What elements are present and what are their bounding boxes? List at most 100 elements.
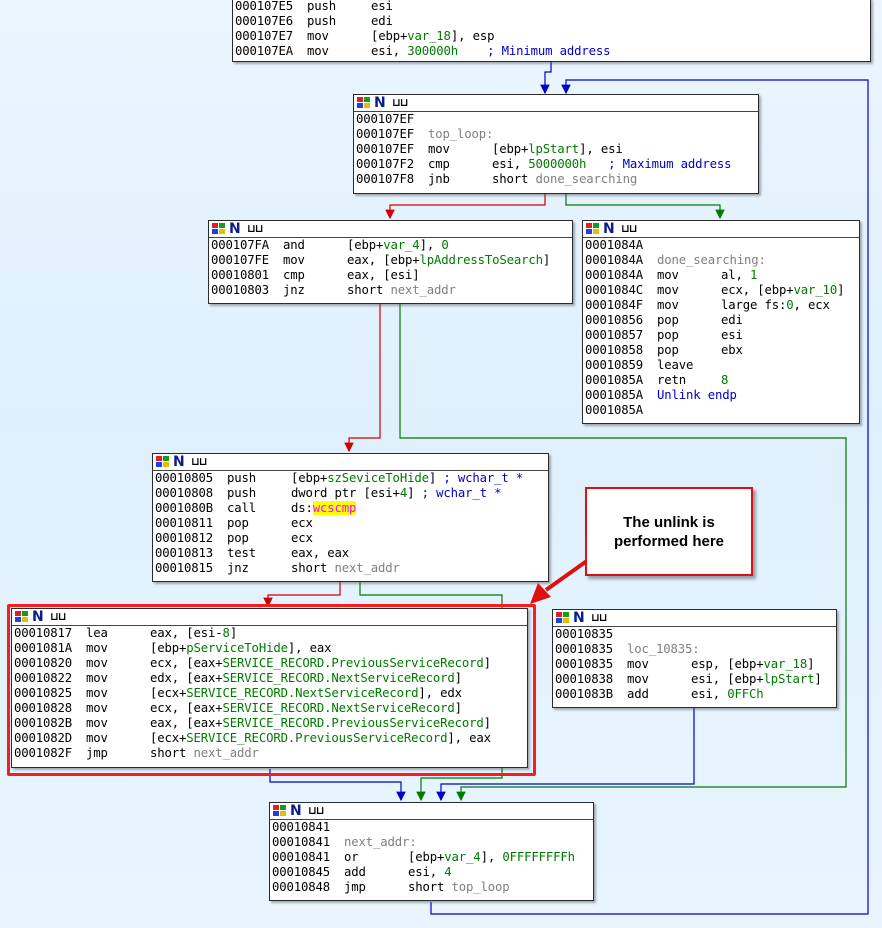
wave-icon[interactable]: ⊔⊔ [247,222,264,235]
label-ref[interactable]: next_addr [193,746,259,760]
wave-icon[interactable]: ⊔⊔ [50,610,67,623]
graph-colors-icon[interactable] [156,456,170,468]
label-ref[interactable]: top_loop: [428,127,494,141]
wave-icon[interactable]: ⊔⊔ [621,222,638,235]
operand: eax, eax [291,546,350,560]
node-n-icon[interactable]: N [173,454,185,470]
asm-line[interactable]: 0001084A [585,238,857,253]
operand: SERVICE_RECORD.NextServiceRecord [222,701,455,715]
operand: 1 [750,268,758,282]
operand: ebx [721,343,743,357]
label-ref[interactable]: done_searching: [657,253,766,267]
mnemonic: push [307,0,337,13]
asm-line[interactable]: 00010835 [555,627,834,642]
address: 00010820 [14,656,73,670]
graph-colors-icon[interactable] [212,223,226,235]
address: 0001080B [155,501,214,515]
wave-icon[interactable]: ⊔⊔ [591,611,608,624]
wave-icon[interactable]: ⊔⊔ [392,96,409,109]
graph-colors-icon[interactable] [273,805,287,817]
node-n-icon[interactable]: N [374,95,386,111]
node-n-icon[interactable]: N [573,610,585,626]
function-name-highlight[interactable]: wcscmp [312,501,357,515]
label-ref[interactable]: loc_10835: [627,642,700,656]
label-ref[interactable]: next_addr: [344,835,417,849]
graph-colors-icon[interactable] [15,611,29,623]
asm-line[interactable]: 0001085A [585,403,857,418]
graph-colors-icon[interactable] [586,223,600,235]
label-ref[interactable]: next_addr [390,283,456,297]
node-n-icon[interactable]: N [229,221,241,237]
asm-line[interactable]: 00010841 [272,820,591,835]
node-n-icon[interactable]: N [290,803,302,819]
graph-colors-icon[interactable] [357,97,371,109]
label-ref[interactable]: done_searching [535,172,638,186]
node-n-icon[interactable]: N [32,609,44,625]
operand: ], eax [287,641,332,655]
node-n-icon[interactable]: N [603,221,615,237]
asm-line[interactable]: 000107EF [356,112,756,127]
wave-icon[interactable]: ⊔⊔ [191,455,208,468]
label-ref[interactable]: top_loop [451,880,510,894]
graph-colors-icon[interactable] [556,612,570,624]
label-ref[interactable]: next_addr [334,561,400,575]
wave-icon[interactable]: ⊔⊔ [308,804,325,817]
mnemonic: mov [307,29,329,43]
edge-b0-b1 [540,62,552,95]
